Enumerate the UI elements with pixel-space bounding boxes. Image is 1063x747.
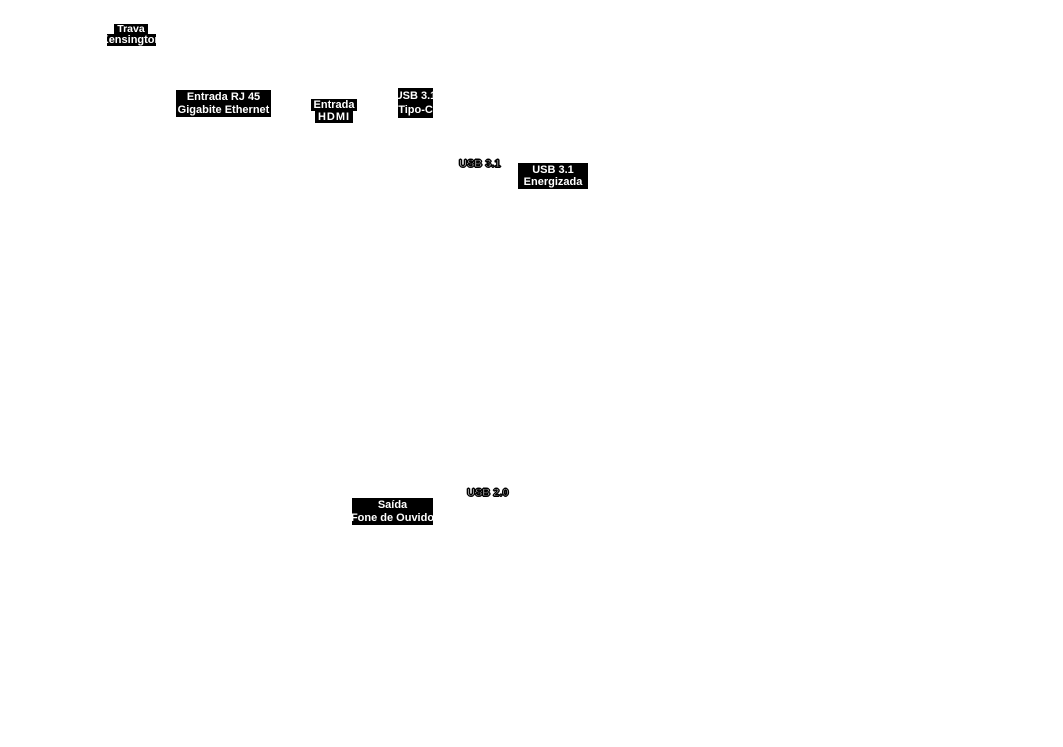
label-usb31-powered: USB 3.1 Energizada xyxy=(518,163,588,189)
label-rj45-ethernet: Entrada RJ 45 Gigabite Ethernet xyxy=(176,90,271,117)
label-usb-type-c: USB 3.1 Tipo-C xyxy=(398,88,433,118)
label-usb31-powered-line2: Energizada xyxy=(518,176,588,188)
label-usb20: USB 2.0 xyxy=(467,487,510,500)
label-headphone-out-line1: Saída xyxy=(352,498,433,512)
label-headphone-out-line2: Fone de Ouvido xyxy=(352,511,433,525)
label-hdmi: Entrada HDMI xyxy=(306,99,362,123)
label-kensington-lock-line2: Kensington xyxy=(106,34,156,46)
label-usb-type-c-line2: Tipo-C xyxy=(398,103,433,117)
label-hdmi-line1: Entrada xyxy=(310,99,358,111)
label-kensington-lock-line1: Trava xyxy=(114,24,148,34)
label-usb31-powered-line1: USB 3.1 xyxy=(518,164,588,176)
label-headphone-out: Saída Fone de Ouvido xyxy=(352,498,433,525)
label-usb-type-c-line1: USB 3.1 xyxy=(398,89,433,103)
label-rj45-ethernet-line2: Gigabite Ethernet xyxy=(176,103,271,117)
label-kensington-lock: Trava Kensington xyxy=(103,24,159,46)
label-rj45-ethernet-line1: Entrada RJ 45 xyxy=(176,90,271,104)
label-hdmi-line2: HDMI xyxy=(314,111,354,123)
label-usb31: USB 3.1 xyxy=(459,158,502,171)
